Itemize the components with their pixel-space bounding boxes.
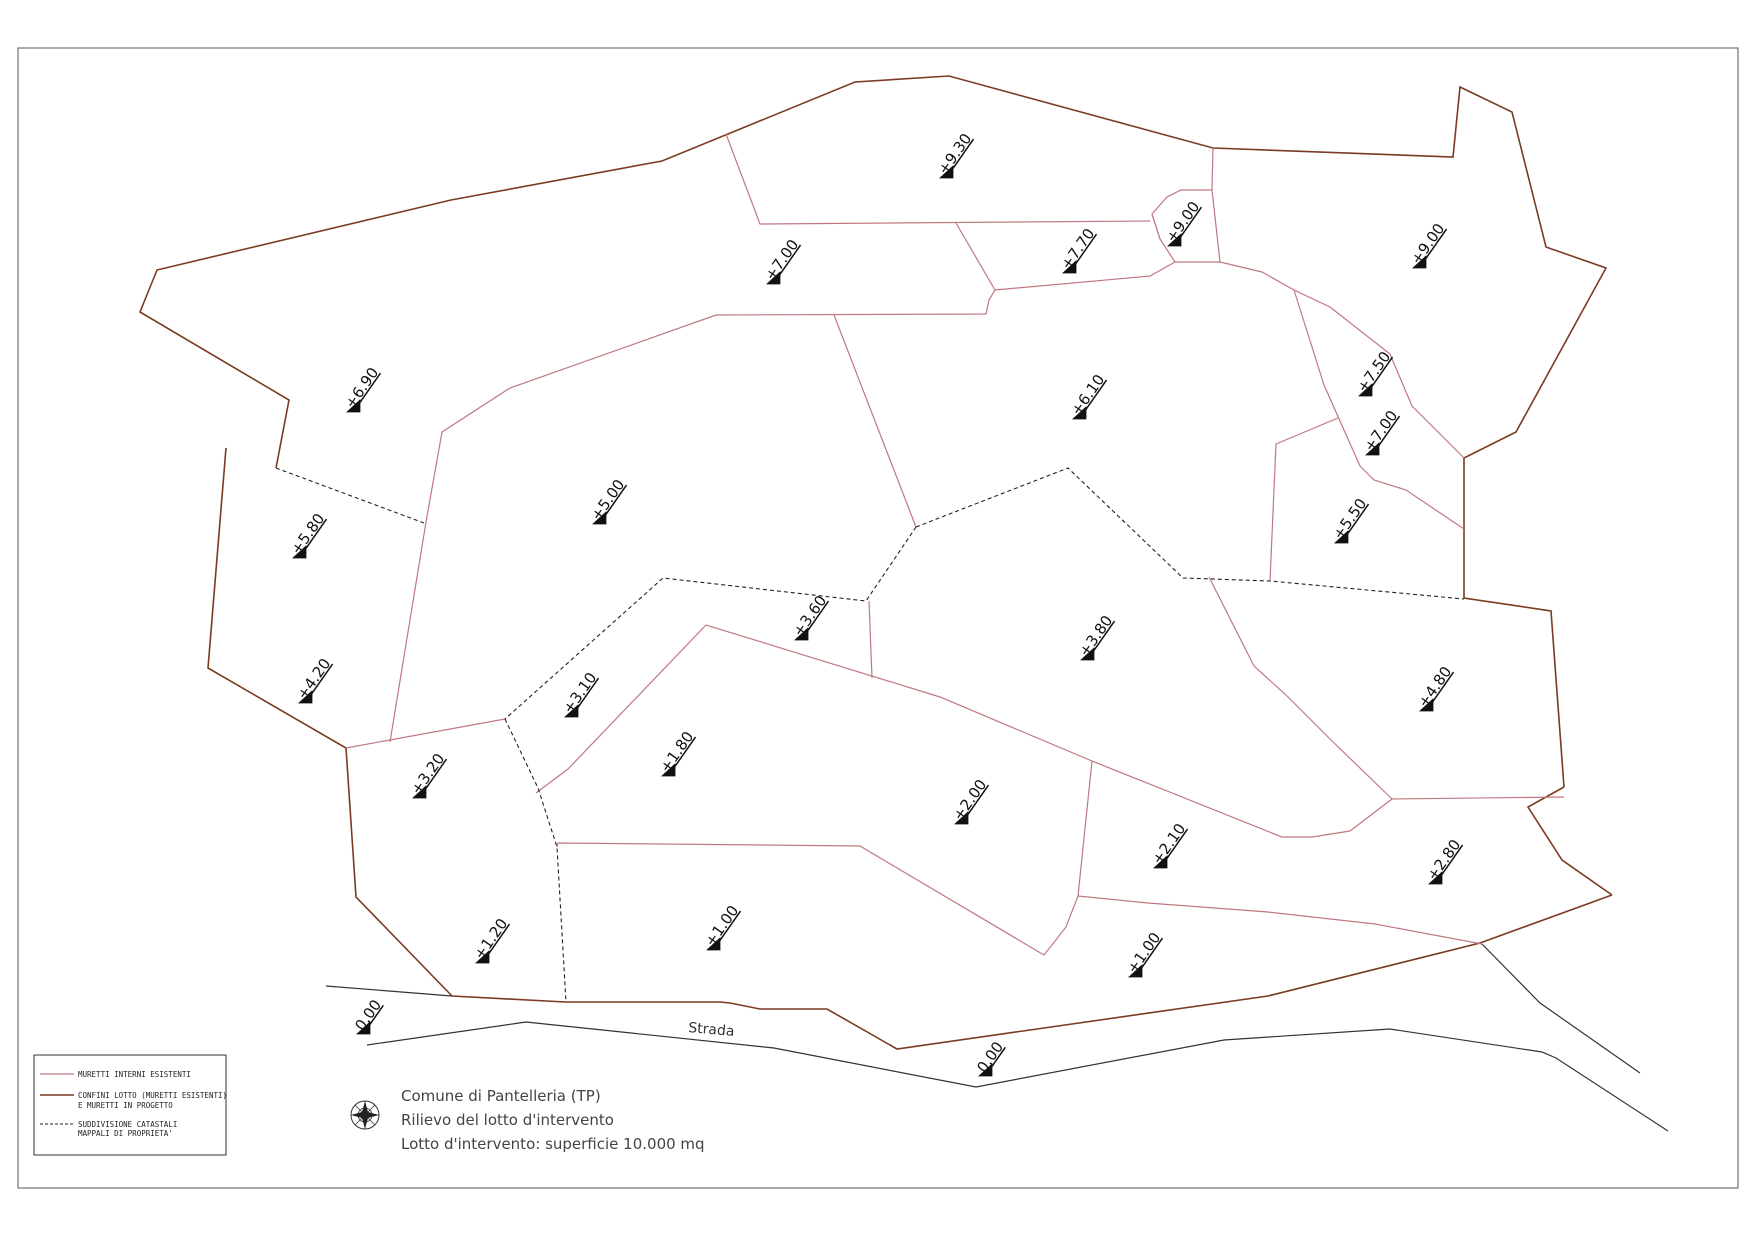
elevation-label: +2.10 <box>1148 820 1189 868</box>
elevation-marker: +9.00 <box>1407 220 1448 269</box>
legend-boundary-2: E MURETTI IN PROGETTO <box>78 1101 173 1110</box>
cadastral-subdivisions <box>275 467 1465 1003</box>
elevation-label: +4.20 <box>293 655 334 703</box>
elevation-marker: +2.10 <box>1148 820 1189 869</box>
elevation-label: +3.20 <box>407 750 448 798</box>
elevation-marker: +3.80 <box>1075 612 1116 661</box>
title-area: Lotto d'intervento: superficie 10.000 mq <box>401 1135 705 1153</box>
legend-box <box>33 1054 227 1156</box>
elevation-label: +1.00 <box>701 902 742 950</box>
boundary-walls <box>138 75 1613 1050</box>
elevation-marker: +3.10 <box>559 669 600 718</box>
elevation-markers: +9.30 +7.00 +7.70 +9.00 +9.00 +6.90 +6.10 +7.50… <box>287 130 1464 1077</box>
elevation-marker: +2.00 <box>949 776 990 825</box>
elevation-marker: +2.80 <box>1423 836 1464 885</box>
compass-rose-icon <box>350 1100 380 1130</box>
elevation-marker: +4.20 <box>293 655 334 704</box>
elevation-label: +5.00 <box>587 476 628 524</box>
elevation-label: +7.70 <box>1057 225 1098 273</box>
elevation-marker: +7.70 <box>1057 225 1098 274</box>
title-block: Comune di Pantelleria (TP) Rilievo del l… <box>350 1087 705 1153</box>
elevation-marker: +5.50 <box>1329 495 1370 544</box>
legend-cadastral-1: SUDDIVISIONE CATASTALI <box>78 1120 177 1129</box>
road-label: Strada <box>688 1020 735 1040</box>
elevation-label: +3.80 <box>1075 612 1116 660</box>
elevation-marker: +4.80 <box>1414 663 1455 712</box>
elevation-label: +5.80 <box>287 510 328 558</box>
elevation-marker: +7.00 <box>1360 407 1401 456</box>
elevation-label: +9.00 <box>1407 220 1448 268</box>
elevation-label: +1.00 <box>1123 929 1164 977</box>
elevation-label: +1.80 <box>656 728 697 776</box>
elevation-label: +7.00 <box>761 236 802 284</box>
elevation-marker: +7.50 <box>1353 348 1394 397</box>
legend-boundary-1: CONFINI LOTTO (MURETTI ESISTENTI) <box>78 1091 227 1100</box>
elevation-label: +7.00 <box>1360 407 1401 455</box>
legend-internal-walls: MURETTI INTERNI ESISTENTI <box>78 1070 191 1079</box>
elevation-marker: +9.00 <box>1162 198 1203 247</box>
title-municipality: Comune di Pantelleria (TP) <box>401 1087 601 1105</box>
elevation-label: 0.00 <box>351 996 385 1034</box>
elevation-label: +3.10 <box>559 669 600 717</box>
elevation-label: +1.20 <box>470 915 511 963</box>
title-survey: Rilievo del lotto d'intervento <box>401 1111 614 1129</box>
elevation-marker: +3.20 <box>407 750 448 799</box>
elevation-marker: +6.90 <box>341 364 382 413</box>
elevation-marker: +1.20 <box>470 915 511 964</box>
elevation-label: +9.30 <box>934 130 975 178</box>
elevation-marker: +1.80 <box>656 728 697 777</box>
elevation-label: +2.80 <box>1423 836 1464 884</box>
elevation-marker: +7.00 <box>761 236 802 285</box>
elevation-label: +5.50 <box>1329 495 1370 543</box>
elevation-label: +6.10 <box>1067 371 1108 419</box>
elevation-marker: +9.30 <box>934 130 975 179</box>
elevation-marker: +6.10 <box>1067 371 1108 420</box>
elevation-label: +3.60 <box>789 592 830 640</box>
legend: MURETTI INTERNI ESISTENTI CONFINI LOTTO … <box>33 1054 227 1156</box>
elevation-label: +9.00 <box>1162 198 1203 246</box>
elevation-marker: +5.00 <box>587 476 628 525</box>
elevation-label: +6.90 <box>341 364 382 412</box>
elevation-label: 0.00 <box>973 1038 1007 1076</box>
legend-cadastral-2: MAPPALI DI PROPRIETA' <box>78 1129 173 1138</box>
elevation-marker: +1.00 <box>1123 929 1164 978</box>
road <box>325 943 1669 1132</box>
elevation-marker: +1.00 <box>701 902 742 951</box>
elevation-label: +2.00 <box>949 776 990 824</box>
elevation-label: +4.80 <box>1414 663 1455 711</box>
elevation-marker: +3.60 <box>789 592 830 641</box>
elevation-marker: 0.00 <box>973 1038 1007 1077</box>
elevation-label: +7.50 <box>1353 348 1394 396</box>
internal-walls <box>345 133 1565 956</box>
elevation-marker: +5.80 <box>287 510 328 559</box>
drawing-frame <box>17 47 1739 1189</box>
elevation-marker: 0.00 <box>351 996 385 1035</box>
